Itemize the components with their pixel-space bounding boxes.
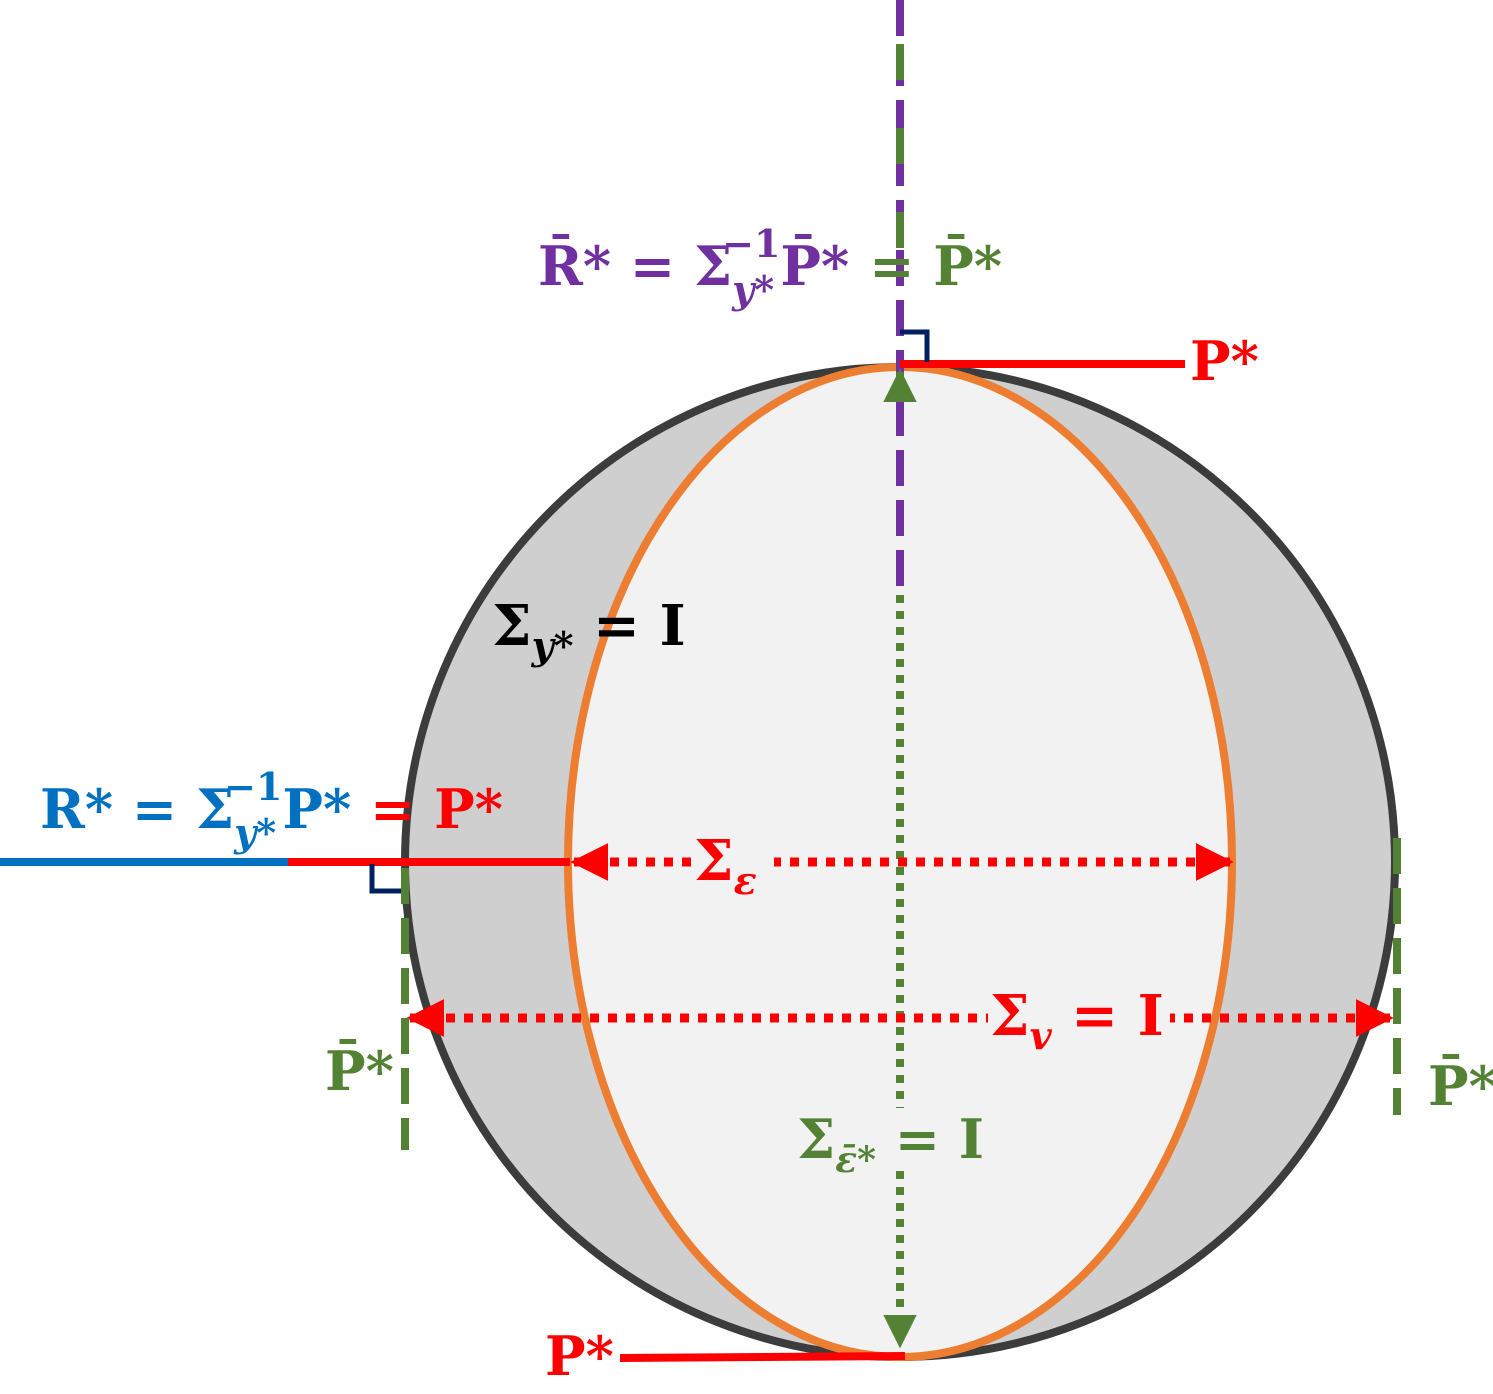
sigma-eps-bar-label-bg (795, 1108, 1005, 1170)
sigma-y-label: Σy* = I (492, 593, 686, 668)
bottom-p-label: P* (545, 1324, 614, 1388)
sigma-v-label-bg (988, 988, 1170, 1048)
top-right-p-label: P* (1190, 329, 1259, 393)
pbar-left-label: P̄* (325, 1039, 394, 1103)
left-right-angle-mark (369, 864, 403, 894)
left-label: R* = Σy*−1P* = P* (40, 764, 503, 855)
sigma-eps-label-bg (692, 834, 774, 892)
sigma-v-label: Σv = I (990, 983, 1164, 1058)
sigma-eps-bar-label: Σε̄* = I (797, 1107, 984, 1181)
bottom-tangent-line (619, 1352, 906, 1362)
top-label: R̄* = Σy*−1P̄*= P̄* (538, 221, 1002, 312)
top-right-angle-mark (900, 329, 930, 362)
pbar-right-label: P̄* (1428, 1054, 1493, 1118)
sigma-eps-label: Σε (694, 828, 757, 903)
